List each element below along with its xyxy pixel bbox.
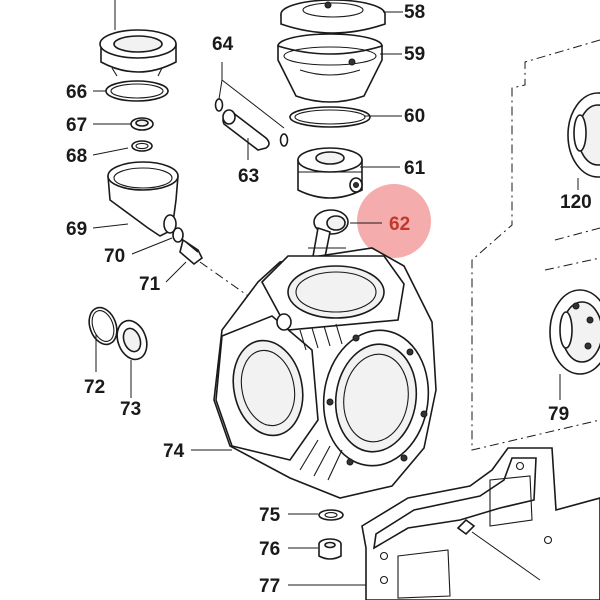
label-70[interactable]: 70: [104, 246, 125, 267]
label-72[interactable]: 72: [84, 377, 105, 398]
part-69-bowl[interactable]: [107, 161, 179, 237]
label-60[interactable]: 60: [404, 106, 425, 127]
part-76-plug[interactable]: [318, 538, 342, 560]
part-66-cover[interactable]: [99, 29, 177, 77]
label-79[interactable]: 79: [548, 404, 569, 425]
label-63[interactable]: 63: [238, 166, 259, 187]
part-62-highlight-marker: [357, 184, 431, 258]
label-120[interactable]: 120: [560, 192, 592, 213]
label-71[interactable]: 71: [139, 274, 161, 295]
label-73[interactable]: 73: [120, 399, 141, 420]
assembly-boundary: [471, 39, 600, 451]
label-59[interactable]: 59: [404, 44, 425, 65]
label-74[interactable]: 74: [163, 441, 185, 462]
part-61-piston[interactable]: [297, 147, 363, 199]
part-73-seal[interactable]: [112, 316, 152, 363]
label-75[interactable]: 75: [259, 505, 281, 526]
part-labels: 58 59 60 61 62 63 64 66 67 68 69 70 71 7…: [66, 2, 592, 597]
label-62[interactable]: 62: [389, 214, 410, 235]
part-58-cap[interactable]: [280, 0, 386, 34]
part-70-o-ring[interactable]: [172, 227, 184, 243]
part-68-ring[interactable]: [131, 140, 153, 152]
leader-lines: [92, 0, 579, 586]
label-66[interactable]: 66: [66, 82, 87, 103]
part-63-piston-pin[interactable]: [222, 109, 270, 151]
part-74-crankcase[interactable]: [213, 247, 437, 499]
part-77-mounting-plate[interactable]: [361, 447, 600, 600]
label-58[interactable]: 58: [404, 2, 425, 23]
part-67-ring[interactable]: [130, 117, 154, 131]
label-67[interactable]: 67: [66, 115, 87, 136]
part-75-washer[interactable]: [318, 509, 344, 521]
label-69[interactable]: 69: [66, 219, 87, 240]
part-120-bearing[interactable]: [567, 92, 600, 178]
part-59-valve-body[interactable]: [277, 33, 383, 103]
part-64-circlips[interactable]: [214, 98, 289, 147]
label-64[interactable]: 64: [212, 34, 234, 55]
label-77[interactable]: 77: [259, 576, 280, 597]
label-76[interactable]: 76: [259, 539, 280, 560]
label-61[interactable]: 61: [404, 158, 426, 179]
label-68[interactable]: 68: [66, 146, 87, 167]
part-60-o-ring[interactable]: [289, 106, 371, 128]
part-72-snap-ring[interactable]: [84, 304, 121, 349]
part-79-bearing[interactable]: [549, 289, 600, 375]
part-66-ring[interactable]: [105, 80, 169, 102]
